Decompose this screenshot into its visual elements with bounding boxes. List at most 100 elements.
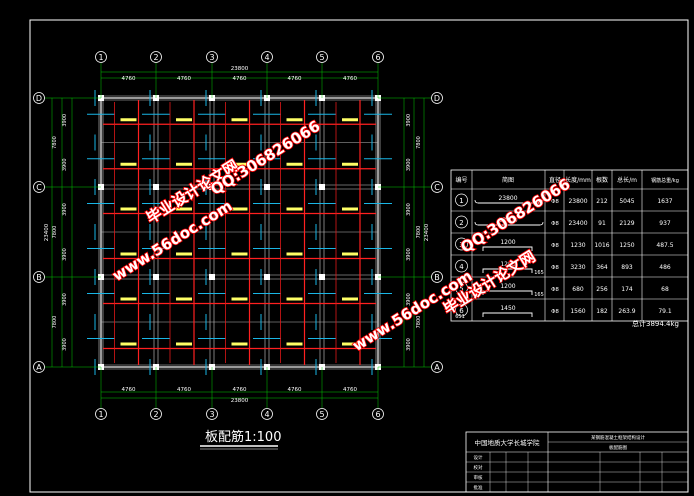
axis-bubble xyxy=(33,271,45,283)
rebar-count: 182 xyxy=(596,308,608,315)
watermark-layer: 毕业设计论文网www.56doc.comQQ:306826066QQ:30682… xyxy=(108,116,574,356)
rebar-tag xyxy=(286,252,303,256)
axis-label: 2 xyxy=(153,410,158,419)
column xyxy=(264,184,270,190)
dim-text-span: 3900 xyxy=(406,248,412,261)
dim-text-span: 7800 xyxy=(52,316,58,329)
dim-text-bay: 4760 xyxy=(233,76,247,82)
table-header: 编号 xyxy=(455,176,467,184)
axis-bubble xyxy=(150,51,162,63)
axis-bubble xyxy=(206,408,218,420)
dim-text-span: 3900 xyxy=(62,114,68,127)
column xyxy=(153,274,159,280)
rebar-sketch xyxy=(482,246,533,251)
rebar-sketch-length: 1450 xyxy=(500,305,515,312)
rebar-tag xyxy=(286,297,303,301)
rebar-weight: 79.1 xyxy=(658,308,672,315)
dim-text-span: 3900 xyxy=(406,158,412,171)
rebar-total-length: 1250 xyxy=(619,242,634,249)
axis-bubble xyxy=(316,408,328,420)
table-header: 直径 xyxy=(549,176,561,184)
dim-text-span: 3900 xyxy=(62,158,68,171)
rebar-sketch-hook xyxy=(539,199,544,204)
rebar-number-bubble xyxy=(455,281,468,295)
axis-label: 5 xyxy=(319,53,324,62)
title-block-role: 批准 xyxy=(474,484,483,491)
drawing-name: 板配筋图 xyxy=(609,444,627,451)
axis-bubble xyxy=(150,408,162,420)
drawing-title: 板配筋1:100 xyxy=(205,429,281,445)
rebar-tag xyxy=(120,297,137,301)
rebar-number-bubble xyxy=(455,237,468,251)
axis-bubble xyxy=(95,51,107,63)
dim-text-span: 3900 xyxy=(406,203,412,216)
rebar-tag xyxy=(286,342,303,346)
axis-bubble xyxy=(33,92,45,104)
table-header: 根数 xyxy=(596,176,608,184)
rebar-sketch xyxy=(482,312,533,317)
rebar-length: 680 xyxy=(572,286,584,293)
rebar-tag xyxy=(342,342,358,346)
rebar-tag xyxy=(342,118,358,122)
rebar-diameter: Φ8 xyxy=(551,309,559,315)
rebar-weight: 486 xyxy=(659,264,671,271)
slab-outline xyxy=(100,97,379,368)
axis-label: 4 xyxy=(264,410,269,419)
rebar-sketch-length: 1200 xyxy=(500,283,515,290)
rebar-tag xyxy=(231,162,248,166)
axis-bubble xyxy=(372,408,384,420)
rebar-number: 3 xyxy=(459,241,463,249)
rebar-length: 1230 xyxy=(570,242,585,249)
rebar-sketch-length: 1200 xyxy=(500,261,515,268)
dim-text-span: 3900 xyxy=(62,293,68,306)
rebar-weight: 487.5 xyxy=(656,242,673,249)
axis-bubble xyxy=(431,181,443,193)
rebar-tag xyxy=(176,252,192,256)
rebar-tag xyxy=(231,252,248,256)
rebar-tag xyxy=(120,118,137,122)
title-block-role: 校对 xyxy=(474,464,483,471)
dim-text-span: 3900 xyxy=(62,248,68,261)
rebar-number: 2 xyxy=(459,219,463,227)
sheet-border xyxy=(29,19,689,493)
rebar-tag xyxy=(342,207,358,211)
slab-reinforcement-plan: 1122334455664760476047604760476047604760… xyxy=(33,51,443,420)
axis-label: D xyxy=(36,94,42,103)
rebar-number-bubble xyxy=(455,193,468,207)
school-name: 中国地质大学长城学院 xyxy=(475,438,541,447)
rebar-count: 91 xyxy=(598,220,606,227)
table-header: 简图 xyxy=(502,176,514,184)
rebar-sketch-side: 651 xyxy=(455,314,465,320)
rebar-tag xyxy=(231,342,248,346)
dim-text-bay: 4760 xyxy=(122,76,136,82)
dim-text-span: 7800 xyxy=(52,136,58,149)
rebar-tag xyxy=(231,207,248,211)
rebar-tag xyxy=(342,162,358,166)
column xyxy=(264,274,270,280)
rebar-diameter: Φ8 xyxy=(551,265,559,271)
rebar-tag xyxy=(120,252,137,256)
axis-label: A xyxy=(434,363,440,372)
table-header: 长度/mm xyxy=(565,176,591,184)
rebar-number: 5 xyxy=(459,285,463,293)
dim-text-span: 7800 xyxy=(52,226,58,239)
rebar-tag xyxy=(231,297,248,301)
rebar-total-length: 263.9 xyxy=(618,308,635,315)
dim-text-bay: 4760 xyxy=(233,387,247,393)
rebar-tag xyxy=(120,342,137,346)
rebar-sketch xyxy=(482,268,533,273)
rebar-sketch-length: 23400 xyxy=(498,217,517,224)
dim-text-total: 23800 xyxy=(231,66,249,72)
dim-text-span: 3900 xyxy=(406,293,412,306)
dim-text-span: 7800 xyxy=(416,136,422,149)
rebar-tag xyxy=(176,342,192,346)
rebar-sketch xyxy=(482,290,533,295)
table-header: 钢筋总重/kg xyxy=(651,177,679,184)
rebar-count: 212 xyxy=(596,198,608,205)
axis-label: 3 xyxy=(209,410,214,419)
axis-bubble xyxy=(33,361,45,373)
